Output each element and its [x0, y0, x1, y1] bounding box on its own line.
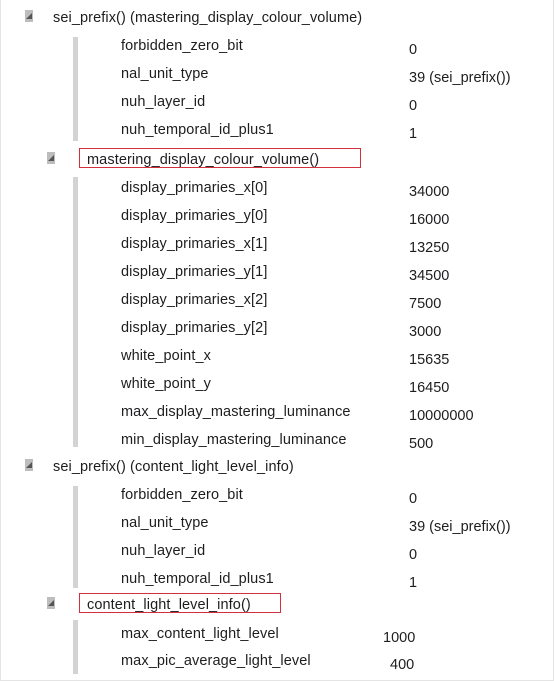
field-value: 0	[409, 547, 418, 563]
field-row[interactable]: nuh_layer_id 0	[1, 536, 554, 564]
field-value: 10000000	[409, 408, 474, 424]
tree-node-mastering-display-colour-volume[interactable]: mastering_display_colour_volume()	[1, 145, 554, 173]
field-name: nuh_layer_id	[121, 543, 206, 559]
field-row[interactable]: display_primaries_x[0] 34000	[1, 173, 554, 201]
field-value: 34000	[409, 184, 450, 200]
field-row[interactable]: max_display_mastering_luminance 10000000	[1, 397, 554, 425]
field-name: max_content_light_level	[121, 626, 279, 642]
field-name: display_primaries_y[2]	[121, 320, 268, 336]
field-value: 13250	[409, 240, 450, 256]
field-row[interactable]: nal_unit_type 39 (sei_prefix())	[1, 508, 554, 536]
expand-toggle-icon[interactable]	[25, 10, 33, 22]
indent-guide	[73, 177, 78, 447]
field-row[interactable]: max_content_light_level 1000	[1, 619, 554, 647]
highlight-box	[79, 148, 361, 168]
field-value: 3000	[409, 324, 442, 340]
field-name: display_primaries_x[0]	[121, 180, 268, 196]
field-value: 15635	[409, 352, 450, 368]
field-name: nal_unit_type	[121, 66, 209, 82]
indent-guide	[73, 620, 78, 674]
field-value: 39 (sei_prefix())	[409, 519, 511, 535]
tree-node-content-light-level-info[interactable]: content_light_level_info()	[1, 590, 554, 618]
field-value: 1	[409, 126, 418, 142]
field-name: white_point_y	[121, 376, 211, 392]
field-name: forbidden_zero_bit	[121, 487, 243, 503]
field-value: 500	[409, 436, 434, 452]
field-row[interactable]: white_point_x 15635	[1, 341, 554, 369]
field-name: display_primaries_x[1]	[121, 236, 268, 252]
field-row[interactable]: forbidden_zero_bit 0	[1, 480, 554, 508]
tree-node-sei-prefix-clli[interactable]: sei_prefix() (content_light_level_info)	[1, 452, 554, 480]
field-value: 1000	[383, 630, 416, 646]
field-row[interactable]: nuh_temporal_id_plus1 1	[1, 564, 554, 592]
field-row[interactable]: display_primaries_x[1] 13250	[1, 229, 554, 257]
highlight-box	[79, 593, 281, 613]
field-name: nuh_temporal_id_plus1	[121, 122, 274, 138]
field-value: 0	[409, 42, 418, 58]
field-row[interactable]: display_primaries_y[1] 34500	[1, 257, 554, 285]
field-value: 39 (sei_prefix())	[409, 70, 511, 86]
indent-guide	[73, 37, 78, 141]
field-value: 0	[409, 491, 418, 507]
expand-toggle-icon[interactable]	[25, 459, 33, 471]
field-row[interactable]: display_primaries_y[0] 16000	[1, 201, 554, 229]
field-value: 16450	[409, 380, 450, 396]
field-row[interactable]: display_primaries_x[2] 7500	[1, 285, 554, 313]
field-name: white_point_x	[121, 348, 211, 364]
field-name: nuh_layer_id	[121, 94, 206, 110]
field-row[interactable]: max_pic_average_light_level 400	[1, 646, 554, 674]
field-name: display_primaries_y[1]	[121, 264, 268, 280]
field-name: display_primaries_x[2]	[121, 292, 268, 308]
field-row[interactable]: forbidden_zero_bit 0	[1, 31, 554, 59]
field-value: 0	[409, 98, 418, 114]
field-name: max_display_mastering_luminance	[121, 404, 351, 420]
field-value: 16000	[409, 212, 450, 228]
field-row[interactable]: nuh_temporal_id_plus1 1	[1, 115, 554, 143]
field-row[interactable]: display_primaries_y[2] 3000	[1, 313, 554, 341]
field-row[interactable]: min_display_mastering_luminance 500	[1, 425, 554, 453]
field-name: min_display_mastering_luminance	[121, 432, 347, 448]
field-name: nal_unit_type	[121, 515, 209, 531]
field-value: 7500	[409, 296, 442, 312]
field-value: 400	[390, 657, 415, 673]
field-row[interactable]: white_point_y 16450	[1, 369, 554, 397]
field-name: forbidden_zero_bit	[121, 38, 243, 54]
field-name: nuh_temporal_id_plus1	[121, 571, 274, 587]
expand-toggle-icon[interactable]	[47, 152, 55, 164]
node-label: mastering_display_colour_volume()	[87, 152, 320, 168]
node-label: sei_prefix() (content_light_level_info)	[53, 459, 294, 475]
node-label: sei_prefix() (mastering_display_colour_v…	[53, 10, 363, 26]
field-row[interactable]: nuh_layer_id 0	[1, 87, 554, 115]
field-name: display_primaries_y[0]	[121, 208, 268, 224]
field-row[interactable]: nal_unit_type 39 (sei_prefix())	[1, 59, 554, 87]
field-value: 34500	[409, 268, 450, 284]
indent-guide	[73, 486, 78, 588]
field-value: 1	[409, 575, 418, 591]
field-name: max_pic_average_light_level	[121, 653, 311, 669]
expand-toggle-icon[interactable]	[47, 597, 55, 609]
node-label: content_light_level_info()	[87, 597, 251, 613]
tree-node-sei-prefix-mdcv[interactable]: sei_prefix() (mastering_display_colour_v…	[1, 3, 554, 31]
